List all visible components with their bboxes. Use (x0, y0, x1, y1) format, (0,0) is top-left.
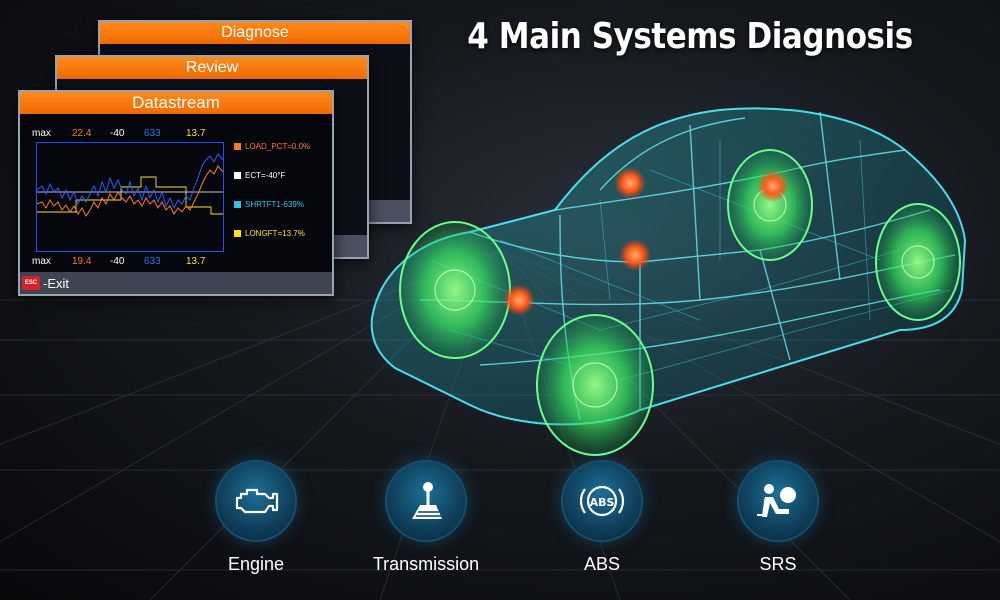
bottom-value-4: 13.7 (186, 256, 206, 267)
system-srs[interactable]: SRS (703, 462, 853, 575)
legend-item-ect: ECT=-40°F (234, 171, 285, 180)
legend-item-longft: LONGFT=13.7% (234, 229, 305, 238)
bottom-value-1: 19.4 (72, 256, 92, 267)
top-value-1: 22.4 (72, 128, 92, 139)
hotspot-1 (614, 167, 646, 199)
min-label: max (32, 256, 51, 267)
datastream-title: Datastream (20, 92, 332, 114)
max-label: max (32, 128, 51, 139)
wheels (399, 149, 961, 456)
system-abs-label: ABS (583, 554, 621, 574)
esc-key-icon: ESC (22, 276, 40, 290)
datastream-screen: Datastream max 22.4 -40 633 13.7 LOAD_PC… (18, 90, 334, 296)
system-abs[interactable]: ABS ABS (527, 462, 677, 575)
datastream-footer: ESC -Exit (20, 272, 332, 294)
datastream-graph (36, 142, 224, 252)
legend-item-load: LOAD_PCT=0.0% (234, 142, 310, 151)
hotspot-2 (757, 170, 789, 202)
diagnose-title: Diagnose (100, 22, 410, 44)
top-value-4: 13.7 (186, 128, 206, 139)
bottom-value-2: -40 (110, 256, 125, 267)
hotspot-3 (619, 239, 651, 271)
svg-text:ABS: ABS (590, 496, 615, 509)
system-engine[interactable]: Engine (181, 462, 331, 575)
review-title: Review (57, 57, 367, 79)
system-transmission[interactable]: Transmission (351, 462, 501, 575)
headline: 4 Main Systems Diagnosis (467, 16, 913, 57)
legend-item-shrtft: SHRTFT1-639% (234, 200, 304, 209)
top-value-3: 633 (144, 128, 161, 139)
engine-icon (217, 462, 295, 540)
gear-shift-icon (387, 462, 465, 540)
bottom-value-3: 633 (144, 256, 161, 267)
top-value-2: -40 (110, 128, 125, 139)
abs-icon: ABS (563, 462, 641, 540)
exit-label: -Exit (43, 275, 69, 291)
exit-button[interactable]: ESC -Exit (22, 274, 69, 292)
airbag-icon (739, 462, 817, 540)
system-transmission-label: Transmission (372, 554, 480, 574)
hotspot-4 (503, 284, 535, 316)
system-srs-label: SRS (759, 554, 797, 574)
system-engine-label: Engine (227, 554, 285, 574)
